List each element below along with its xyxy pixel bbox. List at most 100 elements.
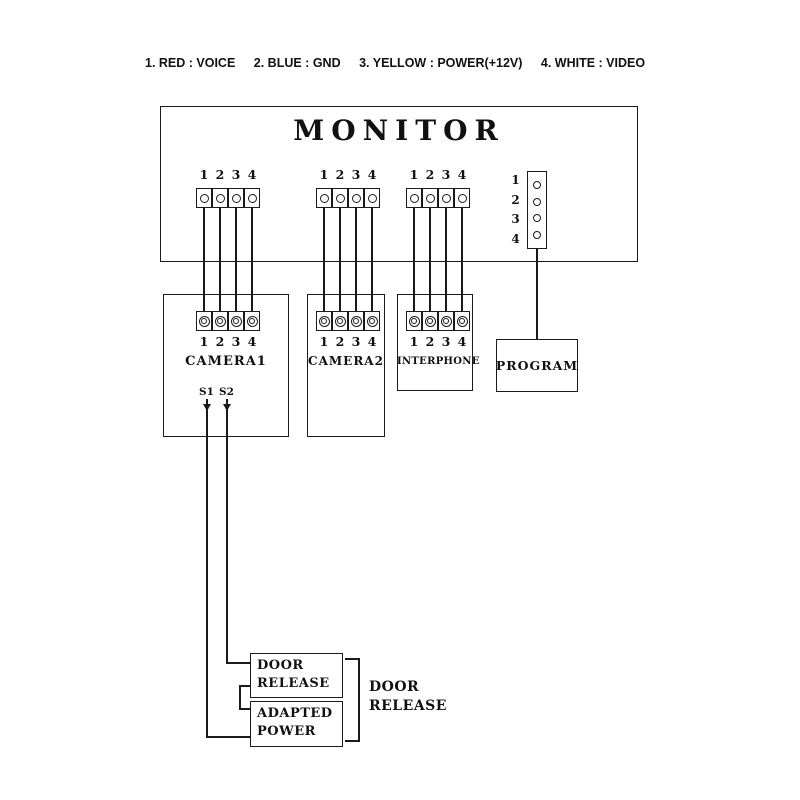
pin-number: 4 [457, 167, 467, 182]
terminal [422, 311, 438, 331]
terminal-hole-icon [231, 193, 241, 203]
terminal-hole-icon [367, 193, 377, 203]
program-box: PROGRAM [496, 339, 578, 392]
door-release-line1: DOOR [257, 658, 304, 673]
pin-number: 4 [457, 334, 467, 349]
terminal [196, 311, 212, 331]
pin-number: 1 [319, 334, 329, 349]
pin-number: 2 [335, 167, 345, 182]
wire-door-release-out [239, 685, 251, 687]
pin-number: 1 [199, 334, 209, 349]
monitor-pins-camera2: 1 2 3 4 [316, 167, 380, 182]
terminal [406, 188, 422, 208]
terminal [228, 311, 244, 331]
monitor-terminal-strip-2 [316, 188, 380, 208]
legend-item-red: 1. RED : VOICE [145, 56, 236, 70]
program-label: PROGRAM [495, 358, 579, 373]
door-release-line2: RELEASE [257, 676, 330, 691]
pin-number: 3 [231, 334, 241, 349]
legend-item-blue: 2. BLUE : GND [253, 56, 341, 70]
wire-s2 [226, 399, 228, 664]
camera1-s2-label: S2 [219, 386, 234, 398]
terminal [454, 188, 470, 208]
terminal [244, 311, 260, 331]
wire-monitor-camera1-2 [219, 208, 221, 313]
screw-terminal-icon [230, 315, 242, 327]
terminal [438, 188, 454, 208]
pin-number: 1 [409, 167, 419, 182]
pin-number: 4 [247, 334, 257, 349]
wire-monitor-camera1-3 [235, 208, 237, 313]
interphone-terminal-strip [406, 311, 470, 331]
pin-number: 4 [247, 167, 257, 182]
pin-number: 2 [425, 167, 435, 182]
pin-number: 1 [409, 334, 419, 349]
screw-terminal-icon [456, 315, 468, 327]
pin-number: 3 [231, 167, 241, 182]
screw-terminal-icon [214, 315, 226, 327]
color-legend: 1. RED : VOICE 2. BLUE : GND 3. YELLOW :… [145, 56, 660, 70]
legend-item-white: 4. WHITE : VIDEO [540, 56, 646, 70]
wire-monitor-camera1-4 [251, 208, 253, 313]
wire-jumper [239, 685, 241, 710]
wire-monitor-camera2-1 [323, 208, 325, 313]
terminal-hole-icon [199, 193, 209, 203]
wire-monitor-interphone-2 [429, 208, 431, 313]
wire-s1 [206, 399, 208, 738]
monitor-terminal-strip-1 [196, 188, 260, 208]
pin-number: 4 [511, 231, 520, 246]
terminal [438, 311, 454, 331]
terminal [422, 188, 438, 208]
terminal [332, 311, 348, 331]
screw-terminal-icon [408, 315, 420, 327]
terminal [348, 188, 364, 208]
bracket-label-line2: RELEASE [369, 698, 447, 714]
pin-number: 4 [367, 167, 377, 182]
screw-terminal-icon [198, 315, 210, 327]
terminal-hole-icon [247, 193, 257, 203]
camera2-box [307, 294, 385, 437]
monitor-terminal-strip-3 [406, 188, 470, 208]
terminal [454, 311, 470, 331]
screw-terminal-icon [424, 315, 436, 327]
terminal-hole-icon [215, 193, 225, 203]
wire-monitor-camera2-2 [339, 208, 341, 313]
camera2-pins: 1 2 3 4 [316, 334, 380, 349]
connector-hole-icon [533, 214, 541, 223]
pin-number: 1 [511, 173, 520, 187]
wire-monitor-camera1-1 [203, 208, 205, 313]
monitor-pins-interphone: 1 2 3 4 [406, 167, 470, 182]
camera2-terminal-strip [316, 311, 380, 331]
interphone-box [397, 294, 473, 391]
terminal-hole-icon [409, 193, 419, 203]
terminal-hole-icon [441, 193, 451, 203]
bracket-bottom [345, 740, 359, 742]
pin-number: 3 [441, 334, 451, 349]
pin-number: 1 [199, 167, 209, 182]
terminal-hole-icon [425, 193, 435, 203]
camera1-label: CAMERA1 [185, 354, 267, 369]
screw-terminal-icon [440, 315, 452, 327]
wire-monitor-interphone-3 [445, 208, 447, 313]
camera2-label: CAMERA2 [308, 354, 384, 368]
pin-number: 2 [215, 334, 225, 349]
interphone-label: INTERPHONE [397, 356, 480, 367]
wire-s1-adapted-power [206, 736, 251, 738]
terminal [228, 188, 244, 208]
screw-terminal-icon [350, 315, 362, 327]
legend-item-yellow: 3. YELLOW : POWER(+12V) [359, 56, 523, 70]
program-connector [527, 171, 547, 249]
wire-monitor-interphone-4 [461, 208, 463, 313]
wire-monitor-camera2-3 [355, 208, 357, 313]
pin-number: 4 [367, 334, 377, 349]
camera1-s1-label: S1 [199, 386, 214, 398]
bracket-top [345, 658, 359, 660]
bracket-side [358, 658, 360, 742]
pin-number: 2 [511, 192, 520, 207]
bracket-label-line1: DOOR [369, 679, 420, 695]
screw-terminal-icon [318, 315, 330, 327]
pin-number: 3 [441, 167, 451, 182]
adapted-power-box: ADAPTED POWER [250, 701, 343, 747]
screw-terminal-icon [334, 315, 346, 327]
